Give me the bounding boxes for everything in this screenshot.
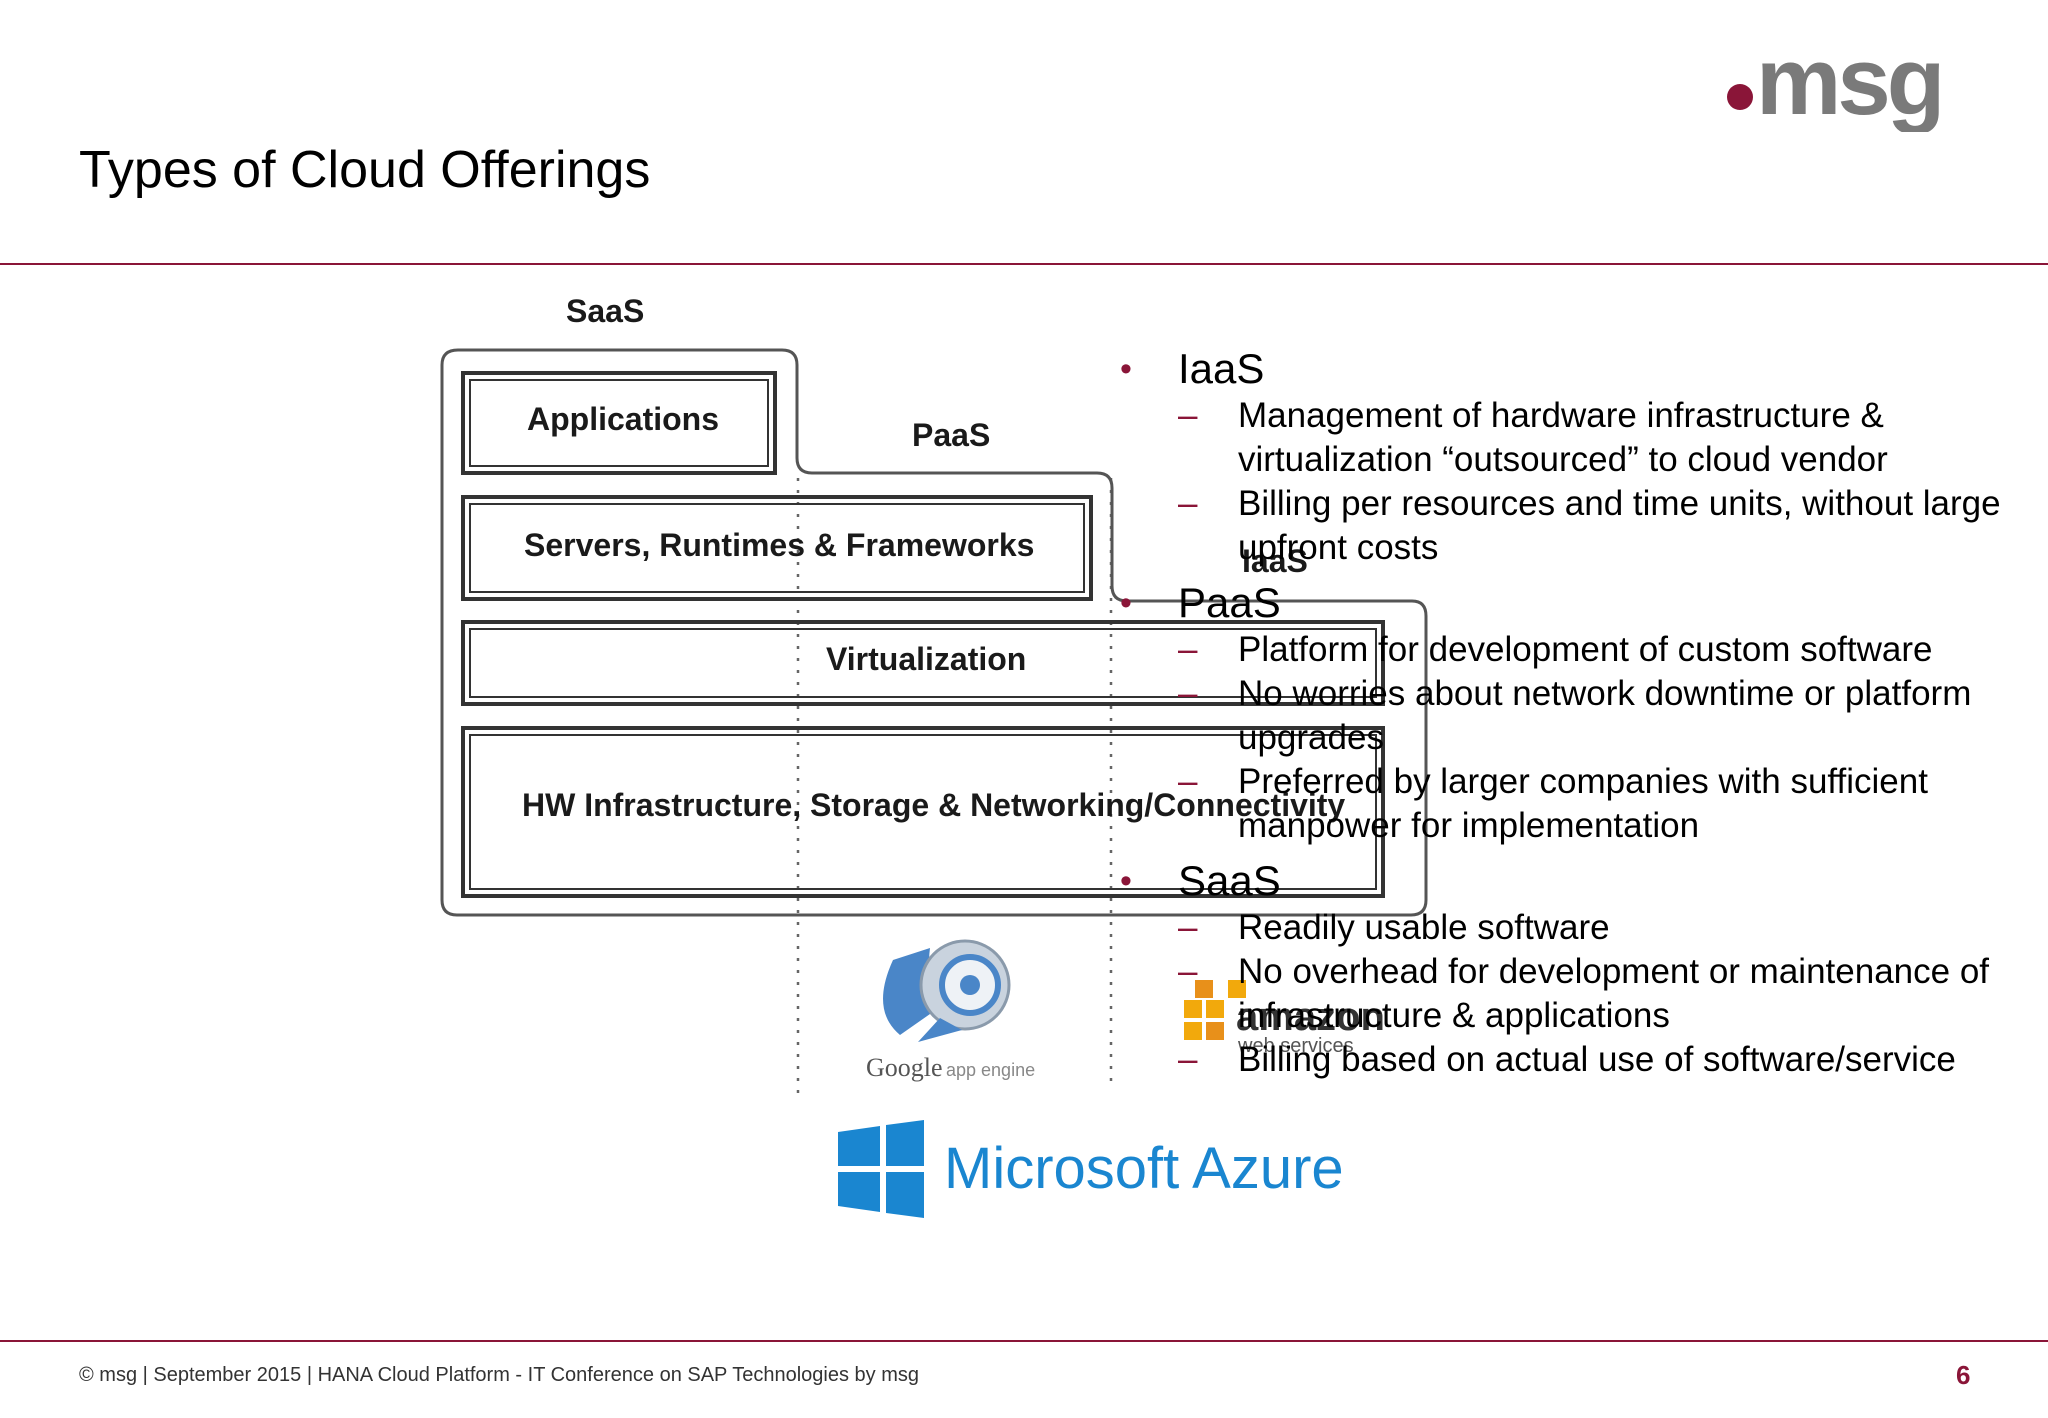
- sub-bullet-marker: –: [1178, 908, 1198, 947]
- bullet-marker: •: [1120, 584, 1132, 622]
- google-app-engine-logo: Google app engine: [866, 939, 1035, 1082]
- sub-bullet-text: Preferred by larger companies with suffi…: [1238, 762, 1928, 845]
- sub-bullet-text: Billing based on actual use of software/…: [1238, 1040, 1956, 1079]
- sub-bullet-marker: –: [1178, 674, 1198, 713]
- sub-bullet: – Billing per resources and time units, …: [1112, 482, 2042, 570]
- amazon-logo-sub: web services: [1237, 1035, 1354, 1057]
- sub-bullet-marker: –: [1178, 484, 1198, 523]
- layer-label-servers: Servers, Runtimes & Frameworks: [524, 527, 1034, 563]
- header-divider: [0, 263, 2048, 265]
- azure-logo-text: Microsoft Azure: [944, 1136, 1344, 1201]
- sub-bullet-text: No worries about network downtime or pla…: [1238, 674, 1972, 757]
- bullet-heading-paas: PaaS: [1178, 579, 1281, 626]
- layer-box-hw: [461, 726, 1385, 898]
- logo-dot: [1727, 84, 1753, 110]
- footer-divider: [0, 1340, 2048, 1342]
- sub-bullet-text: Management of hardware infrastructure & …: [1238, 396, 1888, 479]
- diagram-label-saas: SaaS: [566, 293, 644, 329]
- msg-logo: msg: [1727, 42, 1945, 132]
- amazon-web-services-logo: amazon web services: [1184, 980, 1385, 1057]
- sub-bullet-marker: –: [1178, 1040, 1198, 1079]
- bullet-paas: • PaaS: [1112, 578, 2042, 628]
- layer-label-hw: HW Infrastructure, Storage & Networking/…: [522, 787, 1345, 823]
- sub-bullet: – Preferred by larger companies with suf…: [1112, 760, 2042, 848]
- sub-bullet: – Management of hardware infrastructure …: [1112, 394, 2042, 482]
- offerings-bullet-list: • IaaS – Management of hardware infrastr…: [1112, 340, 2042, 1082]
- footer-text: © msg | September 2015 | HANA Cloud Plat…: [79, 1364, 919, 1386]
- sub-bullet: – Platform for development of custom sof…: [1112, 628, 2042, 672]
- diagram-label-paas: PaaS: [912, 417, 990, 453]
- sub-bullet: – No worries about network downtime or p…: [1112, 672, 2042, 760]
- layer-box-virtualization: [461, 620, 1385, 706]
- bullet-heading-saas: SaaS: [1178, 857, 1281, 904]
- sub-bullet: – Readily usable software: [1112, 906, 2042, 950]
- layer-box-servers: [461, 495, 1093, 601]
- sub-bullet-marker: –: [1178, 630, 1198, 669]
- sub-bullet-marker: –: [1178, 952, 1198, 991]
- offerings-outline: [440, 348, 1428, 917]
- amazon-logo-text: amazon: [1236, 995, 1385, 1039]
- sub-bullet-text: No overhead for development or maintenan…: [1238, 952, 1990, 1035]
- sub-bullet-marker: –: [1178, 762, 1198, 801]
- google-logo-sub: app engine: [946, 1060, 1035, 1080]
- sub-bullet: – No overhead for development or mainten…: [1112, 950, 2042, 1038]
- bullet-marker: •: [1120, 350, 1132, 388]
- bullet-saas: • SaaS: [1112, 856, 2042, 906]
- bullet-marker: •: [1120, 862, 1132, 900]
- microsoft-azure-logo: Microsoft Azure: [838, 1120, 1344, 1218]
- layer-label-applications: Applications: [527, 401, 719, 437]
- sub-bullet-text: Billing per resources and time units, wi…: [1238, 484, 2001, 567]
- page-number: 6: [1956, 1360, 1971, 1390]
- sub-bullet-text: Platform for development of custom softw…: [1238, 630, 1933, 669]
- bullet-iaas: • IaaS: [1112, 344, 2042, 394]
- slide-title: Types of Cloud Offerings: [79, 141, 651, 199]
- layer-label-virtualization: Virtualization: [826, 641, 1026, 677]
- sub-bullet: – Billing based on actual use of softwar…: [1112, 1038, 2042, 1082]
- layer-box-applications: [461, 371, 777, 475]
- google-logo-text: Google: [866, 1053, 943, 1082]
- bullet-heading-iaas: IaaS: [1178, 345, 1265, 392]
- sub-bullet-text: Readily usable software: [1238, 908, 1610, 947]
- diagram-label-iaas: IaaS: [1242, 543, 1308, 579]
- logo-text: msg: [1756, 42, 1941, 132]
- sub-bullet-marker: –: [1178, 396, 1198, 435]
